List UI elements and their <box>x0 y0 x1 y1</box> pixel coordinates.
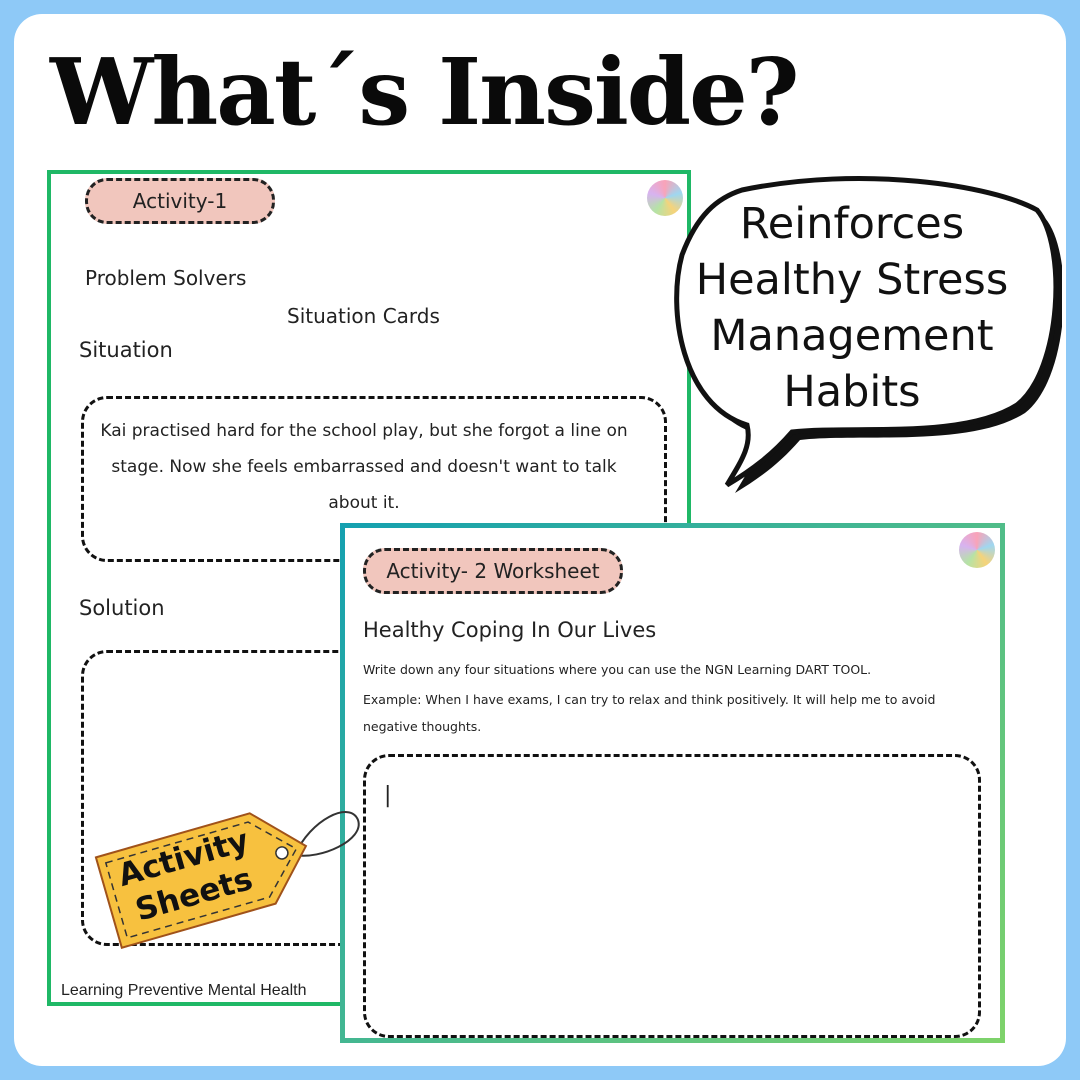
logo-icon <box>959 532 995 568</box>
logo-icon <box>647 180 683 216</box>
sheet2-instruction: Write down any four situations where you… <box>363 662 872 677</box>
page-title: What´s Inside? <box>50 38 800 146</box>
sheet1-subheading: Situation Cards <box>287 304 440 328</box>
tag-shape-icon <box>94 812 308 949</box>
sheet2-heading: Healthy Coping In Our Lives <box>363 618 657 642</box>
situation-label: Situation <box>79 338 173 362</box>
sheet2-example: Example: When I have exams, I can try to… <box>363 692 936 734</box>
sheet1-heading: Problem Solvers <box>85 266 247 290</box>
sheet1-footer: Learning Preventive Mental Health <box>61 982 307 999</box>
bubble-text: Reinforces Healthy Stress Management Hab… <box>672 196 1032 420</box>
bubble-line: Healthy Stress <box>695 255 1009 305</box>
activity-2-label: Activity- 2 Worksheet <box>363 548 623 594</box>
answer-cursor: | <box>384 783 392 808</box>
bubble-line: Habits <box>783 367 921 417</box>
bubble-line: Management <box>710 311 994 361</box>
activity-1-label: Activity-1 <box>85 178 275 224</box>
bubble-line: Reinforces <box>739 199 965 249</box>
answer-box[interactable]: | <box>363 754 981 1038</box>
activity-sheet-2: Activity- 2 Worksheet Healthy Coping In … <box>340 523 1005 1043</box>
speech-bubble <box>674 176 1062 493</box>
activity-sheets-tag: Activity Sheets <box>84 792 326 958</box>
tag-string-icon <box>294 811 360 857</box>
solution-label: Solution <box>79 596 165 620</box>
situation-text: Kai practised hard for the school play, … <box>100 421 628 513</box>
